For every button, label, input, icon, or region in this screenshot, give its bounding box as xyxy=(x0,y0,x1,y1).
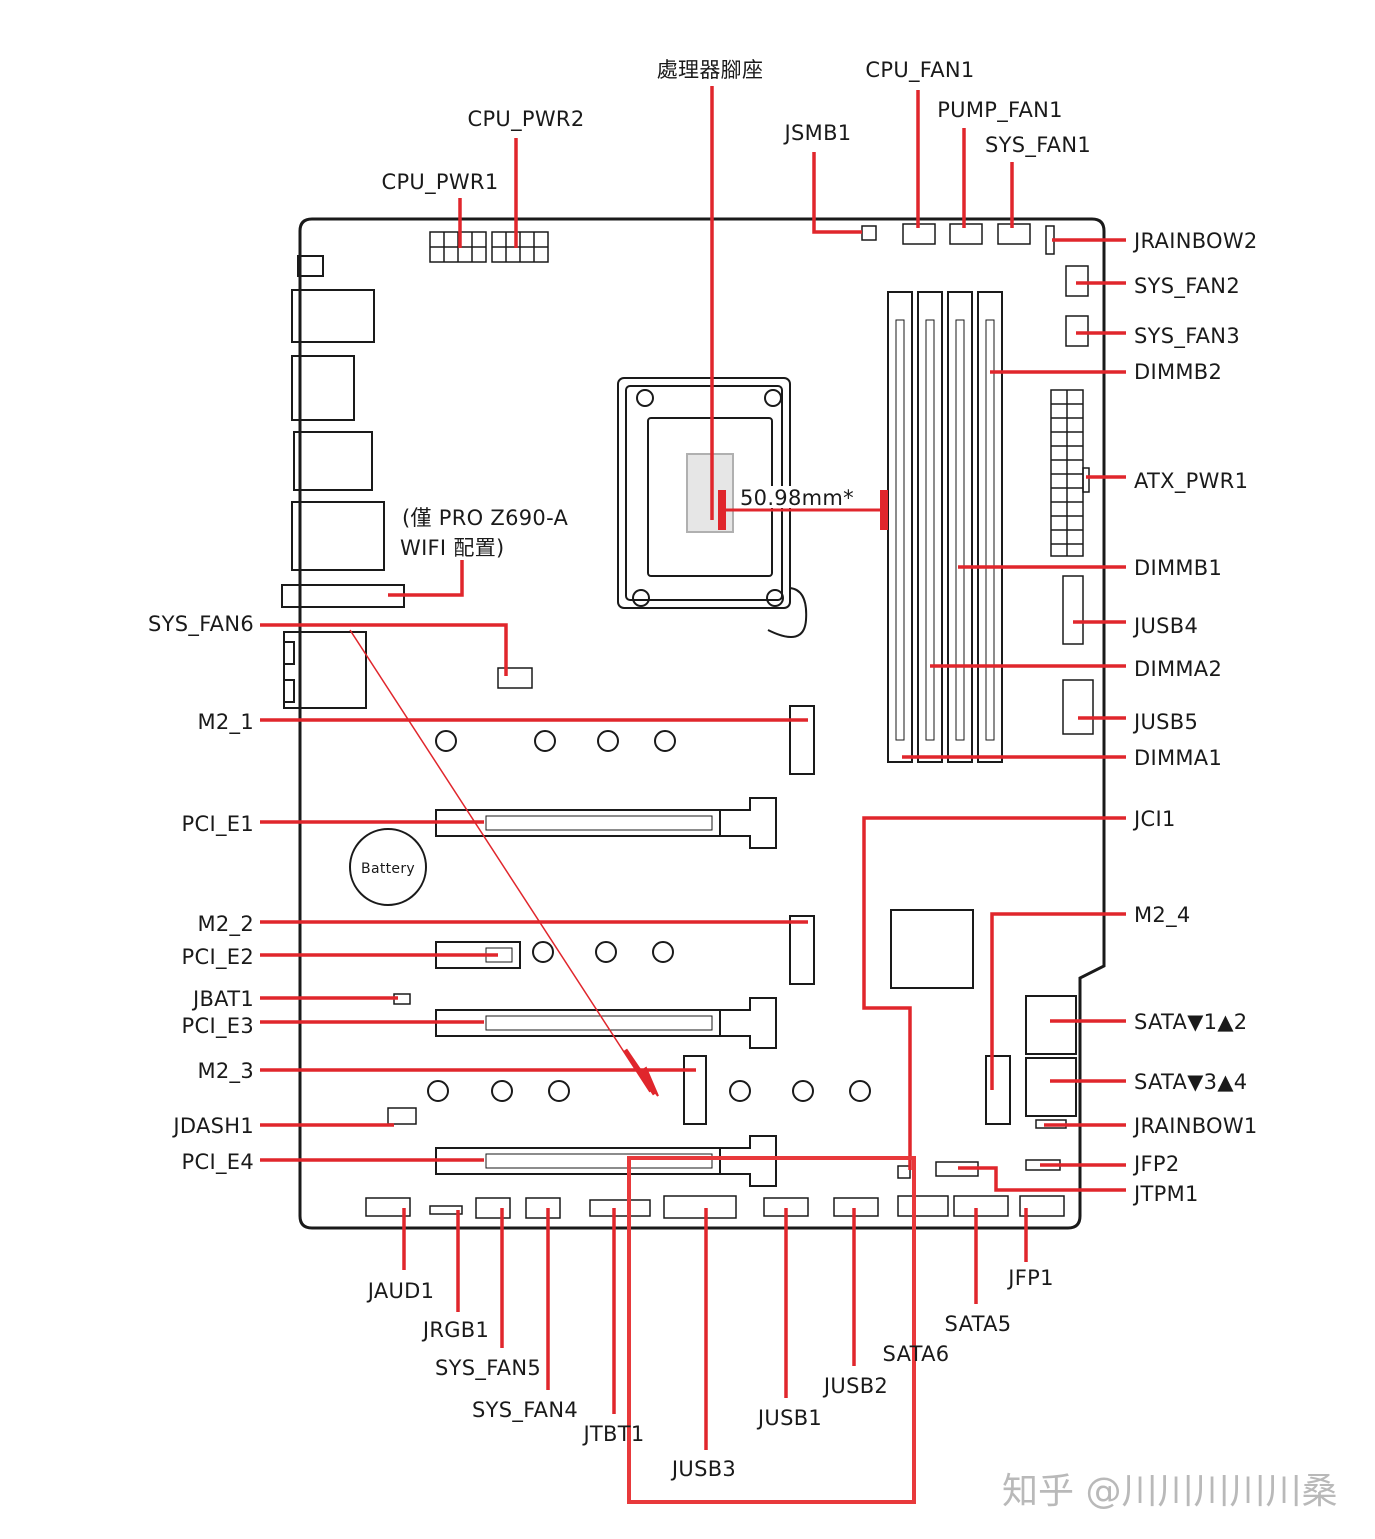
label-jusb2: JUSB2 xyxy=(823,1374,889,1398)
label-jsmb1: JSMB1 xyxy=(784,121,852,145)
label-dimma2: DIMMA2 xyxy=(1134,657,1223,681)
battery-label: Battery xyxy=(361,861,415,877)
dimm-slots xyxy=(887,291,1003,763)
m2-slots xyxy=(683,705,1011,1125)
label-dimma1: DIMMA1 xyxy=(1134,746,1223,770)
label-m2-3: M2_3 xyxy=(197,1059,254,1083)
label-jrainbow1: JRAINBOW1 xyxy=(1134,1114,1258,1138)
label-dimmb2: DIMMB2 xyxy=(1134,360,1223,384)
label-jfp2: JFP2 xyxy=(1134,1152,1180,1176)
watermark: 知乎 @川川川川川桑 xyxy=(1002,1471,1338,1512)
board-outline xyxy=(298,217,1106,1230)
label-pump-fan1: PUMP_FAN1 xyxy=(937,98,1063,122)
label-sata6: SATA6 xyxy=(882,1342,950,1366)
label-jrainbow2: JRAINBOW2 xyxy=(1134,229,1258,253)
label-sys-fan5: SYS_FAN5 xyxy=(435,1356,541,1380)
label-jdash1: JDASH1 xyxy=(173,1114,254,1138)
label-jrgb1: JRGB1 xyxy=(422,1318,490,1342)
label-pci-e4: PCI_E4 xyxy=(181,1150,254,1174)
leader-lines xyxy=(260,86,1126,1450)
wifi-note-line2: WIFI 配置) xyxy=(400,536,505,560)
label-jaud1: JAUD1 xyxy=(367,1279,435,1303)
left-headers xyxy=(387,667,533,1125)
label-sys-fan4: SYS_FAN4 xyxy=(472,1398,578,1422)
label-pci-e3: PCI_E3 xyxy=(181,1014,254,1038)
rear-io xyxy=(281,255,405,709)
label-jbat1: JBAT1 xyxy=(192,987,254,1011)
mounting-holes xyxy=(427,730,871,1102)
label-sys-fan6: SYS_FAN6 xyxy=(148,612,254,636)
label-socket: 處理器腳座 xyxy=(656,58,764,82)
label-atx-pwr1: ATX_PWR1 xyxy=(1134,469,1249,493)
label-pci-e2: PCI_E2 xyxy=(181,945,254,969)
label-sata34: SATA▼3▲4 xyxy=(1134,1070,1248,1094)
distance-marker xyxy=(718,490,888,530)
pcie-slots xyxy=(435,797,777,1187)
label-jusb5: JUSB5 xyxy=(1134,710,1199,734)
chipset-sata xyxy=(890,909,1077,1179)
label-jtpm1: JTPM1 xyxy=(1134,1182,1199,1206)
label-dimmb1: DIMMB1 xyxy=(1134,556,1223,580)
label-pci-e1: PCI_E1 xyxy=(181,812,254,836)
label-cpu-pwr2: CPU_PWR2 xyxy=(467,107,585,131)
label-sata5: SATA5 xyxy=(944,1312,1012,1336)
label-jusb1: JUSB1 xyxy=(757,1406,823,1430)
label-m2-2: M2_2 xyxy=(197,912,254,936)
distance-label: 50.98mm* xyxy=(740,486,854,510)
battery-circle xyxy=(349,828,427,906)
label-m2-4: M2_4 xyxy=(1134,903,1191,927)
label-jusb4: JUSB4 xyxy=(1134,614,1199,638)
label-jusb3: JUSB3 xyxy=(671,1457,737,1481)
diagonal-arrow xyxy=(349,629,659,1097)
label-m2-1: M2_1 xyxy=(197,710,254,734)
bottom-headers xyxy=(365,1195,1065,1219)
atx-power xyxy=(1050,389,1094,735)
highlight-box xyxy=(627,1156,916,1504)
label-jfp1: JFP1 xyxy=(1008,1266,1054,1290)
label-sys-fan3: SYS_FAN3 xyxy=(1134,324,1240,348)
label-cpu-pwr1: CPU_PWR1 xyxy=(381,170,499,194)
label-cpu-fan1: CPU_FAN1 xyxy=(865,58,975,82)
label-sata12: SATA▼1▲2 xyxy=(1134,1010,1248,1034)
wifi-note-line1: (僅 PRO Z690-A xyxy=(402,506,569,530)
label-sys-fan1: SYS_FAN1 xyxy=(985,133,1091,157)
label-jtbt1: JTBT1 xyxy=(583,1422,645,1446)
cpu-power-connectors xyxy=(429,231,549,263)
label-sys-fan2: SYS_FAN2 xyxy=(1134,274,1240,298)
label-jci1: JCI1 xyxy=(1134,807,1176,831)
